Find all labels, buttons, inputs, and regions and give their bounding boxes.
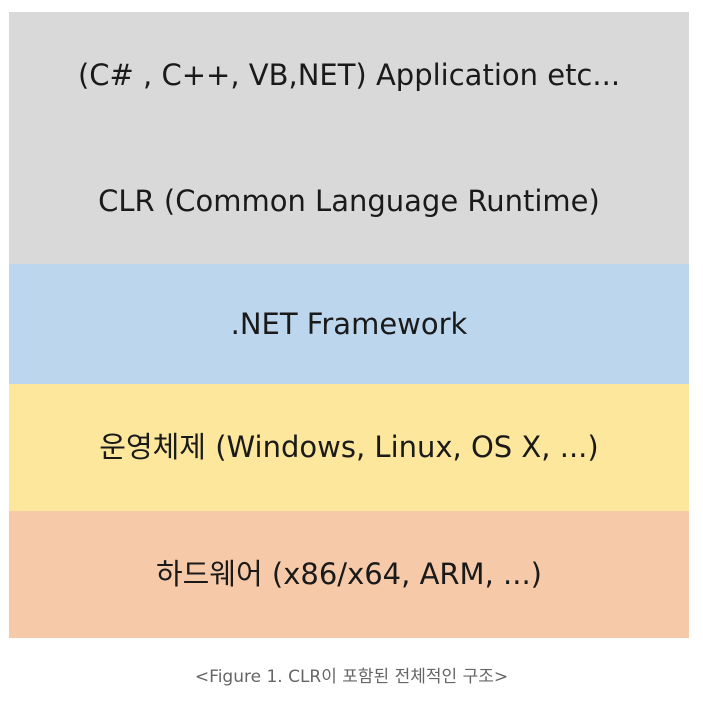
clr-layer-label: CLR (Common Language Runtime) (98, 183, 600, 218)
operating-system-layer: 운영체제 (Windows, Linux, OS X, ...) (9, 384, 689, 511)
application-layer-label: (C# , C++, VB,NET) Application etc... (77, 57, 621, 92)
architecture-stack-diagram: (C# , C++, VB,NET) Application etc... CL… (9, 12, 689, 638)
clr-layer: CLR (Common Language Runtime) (9, 138, 689, 264)
application-layer: (C# , C++, VB,NET) Application etc... (9, 12, 689, 138)
hardware-layer-label: 하드웨어 (x86/x64, ARM, ...) (155, 557, 542, 591)
dotnet-framework-layer-label: .NET Framework (230, 306, 468, 341)
hardware-layer: 하드웨어 (x86/x64, ARM, ...) (9, 511, 689, 638)
operating-system-layer-label: 운영체제 (Windows, Linux, OS X, ...) (99, 430, 599, 464)
figure-caption: <Figure 1. CLR이 포함된 전체적인 구조> (194, 667, 509, 687)
dotnet-framework-layer: .NET Framework (9, 264, 689, 384)
